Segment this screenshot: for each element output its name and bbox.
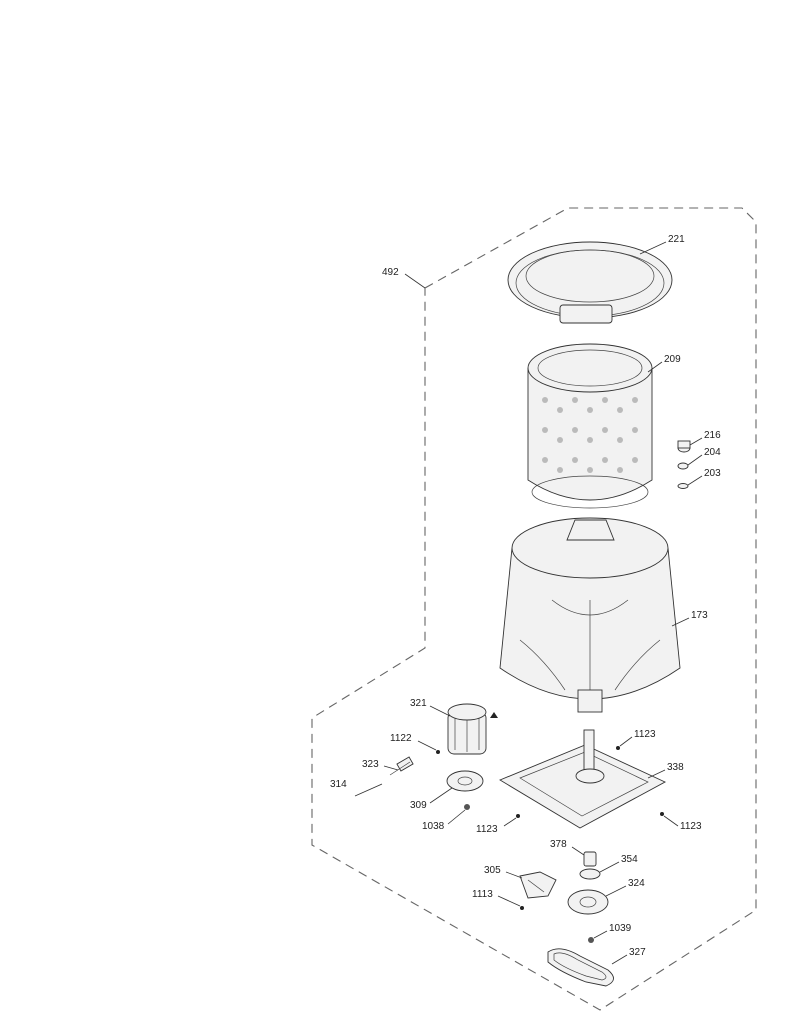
- assembly-boundary: [311, 207, 757, 1011]
- group-label: 492: [382, 267, 399, 278]
- part-label-1123-top: 1123: [634, 729, 656, 740]
- part-label-1123-left: 1123: [476, 824, 498, 835]
- part-label-1039: 1039: [609, 923, 632, 934]
- part-label-203: 203: [704, 468, 721, 479]
- part-label-1123-right: 1123: [680, 821, 702, 832]
- screw-part: [520, 906, 524, 910]
- bolt-part: [464, 804, 470, 810]
- nut-part: [677, 440, 691, 453]
- part-label-1122: 1122: [390, 733, 412, 744]
- part-label-309: 309: [410, 800, 427, 811]
- part-label-1038: 1038: [422, 821, 445, 832]
- sensor-part: [389, 756, 414, 776]
- pulley-nut-part: [588, 937, 594, 943]
- part-label-354: 354: [621, 854, 638, 865]
- wire-part: [354, 783, 383, 797]
- part-label-378: 378: [550, 839, 567, 850]
- part-label-216: 216: [704, 430, 721, 441]
- part-label-321: 321: [410, 698, 427, 709]
- part-label-204: 204: [704, 447, 721, 458]
- washer-part: [677, 462, 689, 470]
- bracket-part: [519, 871, 557, 899]
- tub-ring-part: [507, 241, 673, 324]
- part-label-324: 324: [628, 878, 645, 889]
- part-label-173: 173: [691, 610, 708, 621]
- seal-part: [677, 483, 689, 489]
- part-label-305: 305: [484, 865, 501, 876]
- coupling-part: [583, 851, 597, 867]
- base-plate-part: [499, 729, 667, 829]
- bearing-part: [579, 868, 601, 880]
- part-label-338: 338: [667, 762, 684, 773]
- part-label-221: 221: [668, 234, 685, 245]
- part-label-323: 323: [362, 759, 379, 770]
- part-label-314: 314: [330, 779, 347, 790]
- part-label-327: 327: [629, 947, 646, 958]
- part-label-209: 209: [664, 354, 681, 365]
- motor-part: [447, 703, 487, 755]
- basket-part: [527, 343, 653, 509]
- outer-tub-part: [499, 517, 681, 713]
- pulley-part: [567, 889, 609, 915]
- rotor-part: [446, 770, 484, 792]
- drive-belt-part: [547, 948, 614, 987]
- part-label-1113: 1113: [472, 889, 493, 900]
